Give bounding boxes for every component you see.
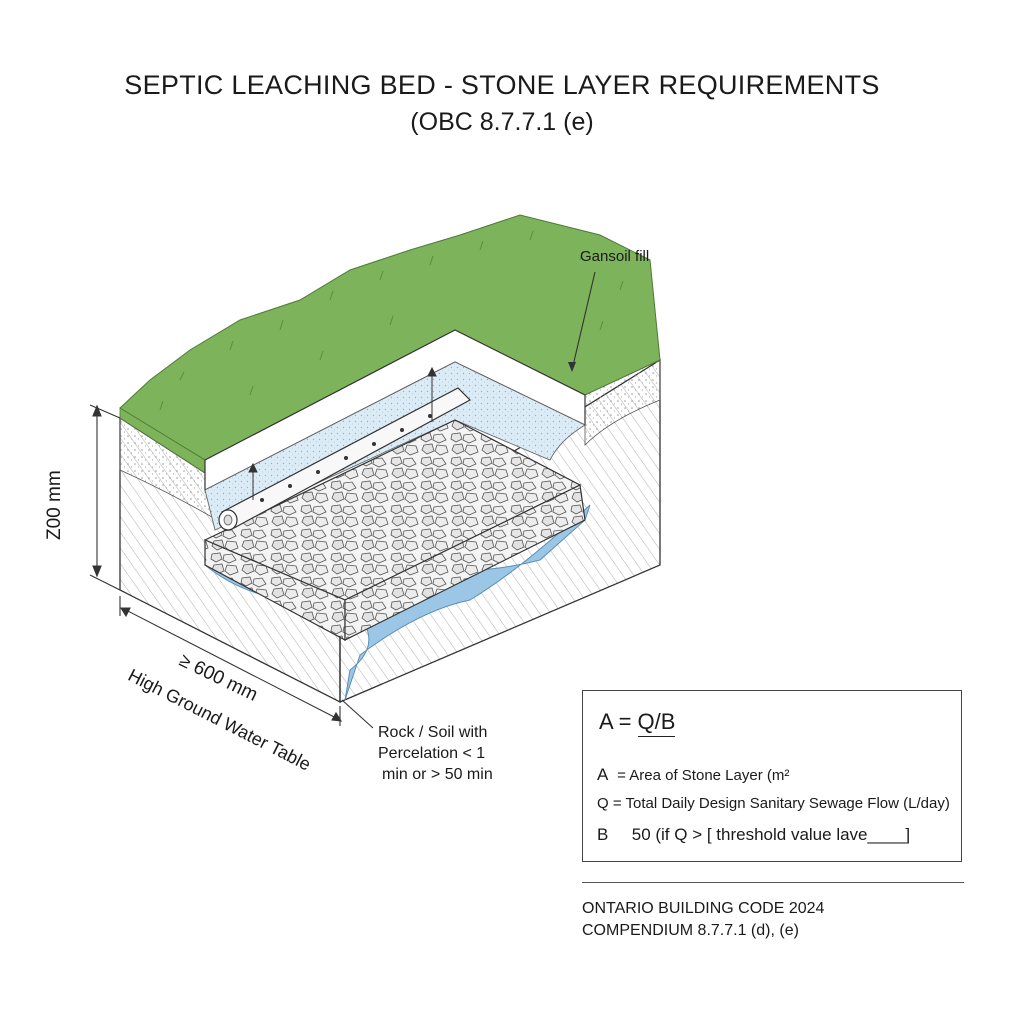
rock-leader [341,699,374,729]
title-block: SEPTIC LEACHING BED - STONE LAYER REQUIR… [0,68,1004,138]
stone-layer-side [344,484,586,641]
depth-label: Z00 mm [44,470,65,540]
title-line-1: SEPTIC LEACHING BED - STONE LAYER REQUIR… [124,70,880,100]
title-line-2: (OBC 8.7.7.1 (e) [410,108,594,136]
footer-text: ONTARIO BUILDING CODE 2024 COMPENDIUM 8.… [582,898,824,942]
formula-def-q: Q = Total Daily Design Sanitary Sewage F… [597,795,950,812]
formula-rhs: Q/B [637,709,676,737]
def-q-symbol: Q [597,795,609,812]
depth-dimension [89,404,121,591]
topsoil-leader [571,271,596,371]
width-dimension [119,596,343,726]
formula-box: A = Q/B A = Area of Stone Layer (m² Q = … [582,690,962,862]
def-b-symbol: B [597,825,609,844]
def-a-text: = Area of Stone Layer (m² [617,767,790,784]
def-a-symbol: A [597,765,609,784]
formula-main: A = Q/B [599,709,676,737]
topsoil-band-side [584,359,661,446]
distribution-pipe [218,387,471,531]
rock-label-line-1: Rock / Soil with [378,724,488,741]
def-q-text: = Total Daily Design Sanitary Sewage Flo… [612,795,950,812]
footer-line-2: COMPENDIUM 8.7.7.1 (d), (e) [582,922,799,939]
topsoil-label: Gansoil fill [580,248,650,265]
rock-label: Rock / Soil with Percelation < 1 min or … [378,722,493,785]
formula-def-a: A = Area of Stone Layer (m² [597,765,789,785]
formula-lhs: A = [599,709,638,734]
footer-divider [582,882,964,883]
def-b-text: 50 (if Q > [ threshold value lave____] [631,825,911,844]
rock-label-line-3: min or > 50 min [382,766,493,783]
rock-label-line-2: Percelation < 1 [378,745,486,762]
formula-def-b: B 50 (if Q > [ threshold value lave____] [597,825,910,845]
footer-line-1: ONTARIO BUILDING CODE 2024 [582,900,825,917]
